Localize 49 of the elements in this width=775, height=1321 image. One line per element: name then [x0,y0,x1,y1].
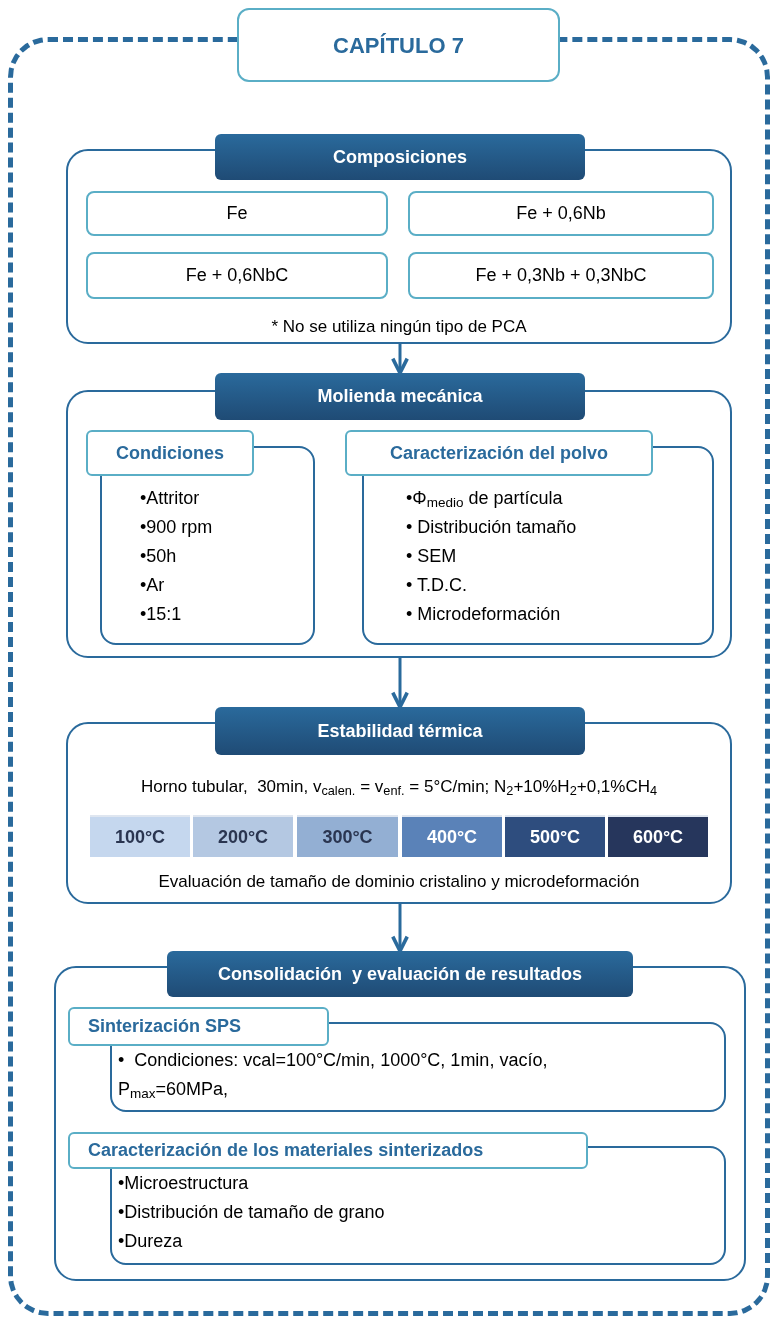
section-title: Consolidación y evaluación de resultados [217,962,583,986]
section-note: Horno tubular, 30min, v$_{calen.}$ = v$_{enf.}$ = 5°C/min; N$_{2}$+10%H$_{2}$+0,1%CH$_{4}$ [140,776,658,798]
chapter-title: CAPÍTULO 7 [333,31,464,60]
temperature-cell [297,815,398,857]
tab-title: Condiciones [116,441,224,465]
composition-label: Fe + 0,3Nb + 0,3NbC [475,264,647,287]
composition-box [86,252,388,299]
section-title: Molienda mecánica [317,385,483,408]
temperature-label: 600°C [632,825,684,849]
section-note: * No se utiliza ningún tipo de PCA [271,316,527,338]
bullet-item: •Φ$_{medio}$ de partícula [406,487,563,513]
bullet-item: •50h [140,545,177,568]
temperature-label: 500°C [529,825,581,849]
arrow [391,344,409,375]
section-title: Estabilidad térmica [317,719,483,743]
arrow [391,658,409,709]
bullet-item: • Condiciones: vcal=100°C/min, 1000°C, 1min, vacío, P$_{max}$=60MPa, [118,1049,549,1104]
bullet-item: •Dureza [118,1230,183,1253]
bullet-item: •Microestructura [118,1172,249,1195]
temperature-cell [402,815,502,857]
temperature-label: 100°C [114,825,166,849]
composition-box [86,191,388,236]
composition-box [408,191,714,236]
temperature-label: 400°C [426,825,478,849]
bullet-item: •Distribución de tamaño de grano [118,1201,385,1224]
tab-title: Caracterización de los materiales sinterizados [88,1139,484,1162]
bullet-item: • Microdeformación [406,603,561,626]
temperature-cell [608,815,708,857]
bullet-item: • T.D.C. [406,574,467,597]
bullet-item: •900 rpm [140,516,213,539]
temperature-cell [193,815,293,857]
section-note: Evaluación de tamaño de dominio cristalino y microdeformación [158,871,640,893]
temperature-label: 200°C [217,825,269,849]
bullet-item: • Distribución tamaño [406,516,577,539]
temperature-cell [90,815,190,857]
arrow [391,904,409,953]
bullet-item: • SEM [406,545,457,568]
section-title: Composiciones [333,145,467,169]
tab-title: Sinterización SPS [88,1015,242,1038]
temperature-label: 300°C [322,825,373,849]
bullet-item: •Ar [140,574,165,597]
bullet-item: •Attritor [140,487,200,510]
composition-label: Fe + 0,6Nb [516,202,606,225]
composition-label: Fe [226,202,248,225]
bullet-item: •15:1 [140,603,182,626]
temperature-cell [505,815,605,857]
composition-label: Fe + 0,6NbC [185,264,289,287]
tab-title: Caracterización del polvo [389,441,609,465]
composition-box [408,252,714,299]
